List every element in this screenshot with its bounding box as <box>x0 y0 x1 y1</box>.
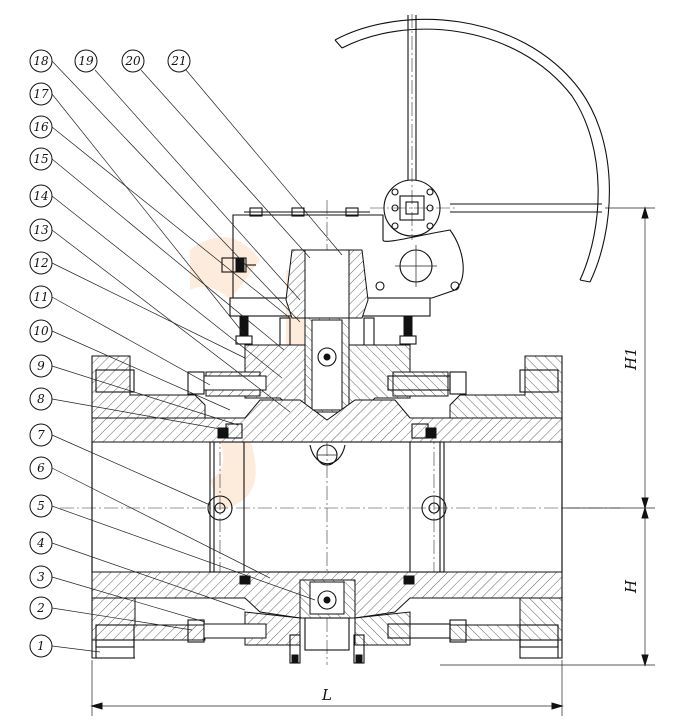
callout-6: 6 <box>29 456 53 480</box>
handwheel <box>334 15 610 283</box>
callout-3: 3 <box>29 565 53 589</box>
valve-body-upper <box>91 355 563 443</box>
callout-21: 21 <box>167 49 191 73</box>
callout-label: 20 <box>124 54 141 68</box>
callout-9: 9 <box>29 354 53 378</box>
callout-label: 11 <box>33 290 48 304</box>
callout-label: 19 <box>78 54 94 68</box>
seats <box>217 423 437 585</box>
callout-1: 1 <box>29 634 53 658</box>
callout-5: 5 <box>29 494 53 518</box>
callout-19: 19 <box>74 49 98 73</box>
callout-7: 7 <box>29 423 53 447</box>
dim-label-H1: H1 <box>622 347 640 371</box>
callout-18: 18 <box>29 49 53 73</box>
callout-label: 16 <box>33 120 49 134</box>
callout-label: 17 <box>33 87 49 101</box>
bottom-trunnion <box>289 579 365 664</box>
callouts: 1 2 3 4 5 6 7 8 9 10 11 12 13 14 15 16 1… <box>29 49 191 658</box>
bonnet-section <box>205 344 449 413</box>
callout-label: 9 <box>37 359 45 373</box>
callout-15: 15 <box>29 147 53 171</box>
callout-label: 1 <box>37 639 45 653</box>
callout-label: 18 <box>33 54 49 68</box>
callout-label: 4 <box>36 536 45 550</box>
callout-label: 21 <box>170 54 186 68</box>
callout-label: 2 <box>36 601 45 615</box>
end-flanges <box>91 356 563 659</box>
ball <box>209 441 445 573</box>
callout-11: 11 <box>29 285 53 309</box>
callout-label: 5 <box>37 499 45 513</box>
leader-lines <box>51 60 343 653</box>
dimension-labels: L H H1 <box>321 347 640 704</box>
callout-2: 2 <box>29 596 53 620</box>
lower-studs <box>187 619 467 643</box>
callout-label: 10 <box>33 324 49 338</box>
callout-14: 14 <box>29 184 53 208</box>
callout-label: 12 <box>33 256 48 270</box>
dim-label-L: L <box>321 686 332 704</box>
callout-13: 13 <box>29 218 53 242</box>
callout-10: 10 <box>29 319 53 343</box>
callout-label: 6 <box>37 461 45 475</box>
callout-8: 8 <box>29 387 53 411</box>
callout-label: 3 <box>37 570 45 584</box>
callout-label: 13 <box>33 223 49 237</box>
callout-label: 14 <box>33 189 48 203</box>
body-bolts <box>207 495 447 521</box>
callout-12: 12 <box>29 251 53 275</box>
dimension-lines <box>90 206 655 716</box>
dim-label-H: H <box>622 579 640 594</box>
upper-studs <box>187 371 467 395</box>
callout-label: 8 <box>37 392 45 406</box>
callout-label: 15 <box>33 152 48 166</box>
callout-17: 17 <box>29 82 53 106</box>
stem-coupling <box>285 249 369 435</box>
callout-label: 7 <box>37 428 45 442</box>
gearbox <box>229 179 464 317</box>
callout-16: 16 <box>29 115 53 139</box>
callout-4: 4 <box>29 531 53 555</box>
callout-20: 20 <box>121 49 145 73</box>
